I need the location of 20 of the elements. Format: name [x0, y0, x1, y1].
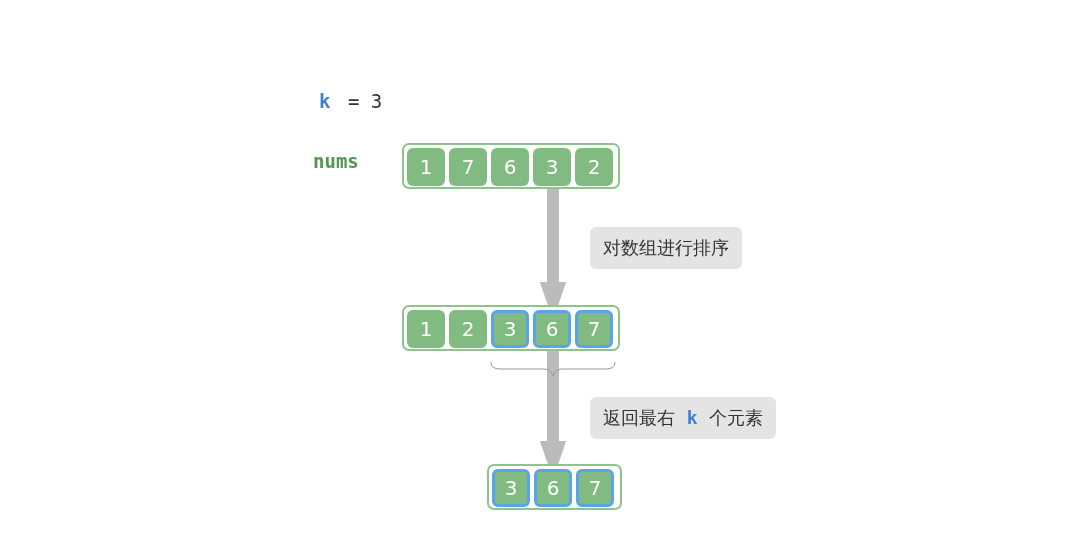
step-label: 对数组进行排序 [590, 227, 742, 269]
array-cell: 6 [491, 148, 529, 186]
array-box [402, 305, 620, 351]
variable-assignment: k = 3 [318, 90, 383, 112]
array-cell: 7 [576, 469, 614, 507]
array-box [487, 464, 622, 510]
array-cell: 6 [533, 310, 571, 348]
array-name: nums [313, 150, 359, 172]
array-cell: 2 [575, 148, 613, 186]
array-cell: 1 [407, 310, 445, 348]
array-cell: 3 [491, 310, 529, 348]
array-cell: 3 [533, 148, 571, 186]
array-cell: 1 [407, 148, 445, 186]
array-cell: 7 [575, 310, 613, 348]
array-box [402, 143, 620, 189]
array-cell: 7 [449, 148, 487, 186]
step-label: 返回最右 k 个元素 [590, 397, 777, 439]
array-cell: 3 [492, 469, 530, 507]
array-cell: 6 [534, 469, 572, 507]
array-cell: 2 [449, 310, 487, 348]
